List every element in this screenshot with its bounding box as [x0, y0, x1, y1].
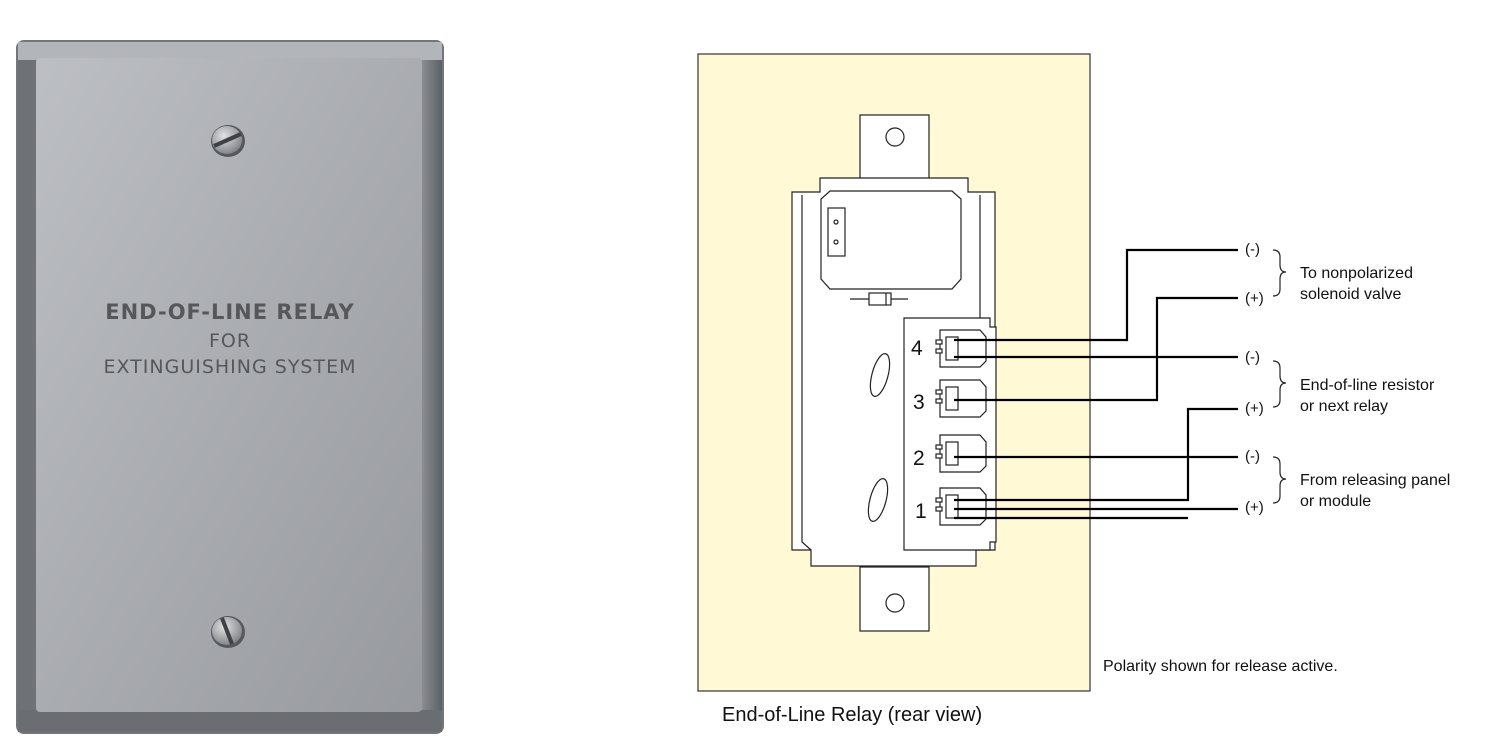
- plate-title: END-OF-LINE RELAY: [105, 300, 355, 324]
- polarity-marker: (+): [1245, 499, 1264, 516]
- relay-body: [791, 114, 997, 632]
- group-label-line: or module: [1300, 493, 1372, 510]
- terminal-label-4: 4: [911, 337, 923, 360]
- polarity-marker: (+): [1245, 290, 1264, 307]
- plate-subtitle: FOR: [208, 330, 252, 352]
- group-label-line: To nonpolarized: [1300, 265, 1413, 282]
- wall-plate-image: [16, 40, 444, 734]
- relay-wiring-diagram: [697, 53, 1287, 692]
- polarity-marker: (-): [1245, 448, 1260, 465]
- group-label-line: solenoid valve: [1300, 286, 1402, 303]
- group-label-line: or next relay: [1300, 398, 1389, 415]
- diagram-caption: End-of-Line Relay (rear view): [722, 704, 983, 726]
- group-label-line: End-of-line resistor: [1300, 377, 1435, 394]
- wiring: [954, 248, 1238, 520]
- terminal-label-1: 1: [915, 500, 927, 523]
- group-label-solenoid: To nonpolarized solenoid valve: [1300, 263, 1413, 305]
- top-screw-icon: [211, 125, 245, 157]
- polarity-marker: (-): [1245, 349, 1260, 366]
- polarity-marker: (+): [1245, 400, 1264, 417]
- group-label-line: From releasing panel: [1300, 472, 1451, 489]
- plate-system-label: EXTINGUISHING SYSTEM: [103, 356, 357, 378]
- polarity-marker: (-): [1245, 241, 1260, 258]
- terminal-label-3: 3: [913, 391, 925, 414]
- group-label-releasing-panel: From releasing panel or module: [1300, 470, 1450, 512]
- polarity-note: Polarity shown for release active.: [1103, 658, 1338, 675]
- terminal-sockets: [935, 329, 987, 526]
- grouping-braces: [1272, 249, 1287, 504]
- group-label-resistor: End-of-line resistor or next relay: [1300, 375, 1434, 417]
- terminal-label-2: 2: [913, 447, 925, 470]
- bottom-screw-icon: [211, 616, 245, 648]
